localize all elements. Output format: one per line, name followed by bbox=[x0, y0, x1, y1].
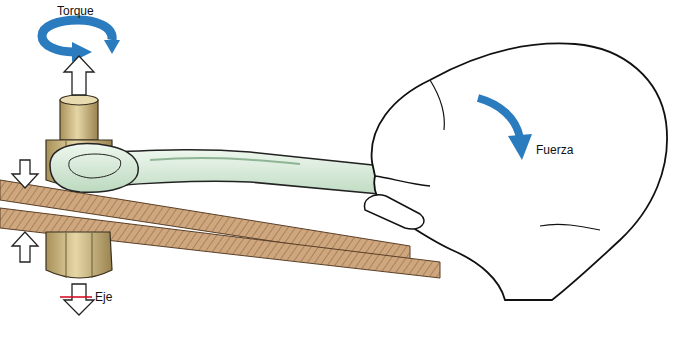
label-text: Torque bbox=[57, 4, 94, 18]
label-text: Eje bbox=[95, 290, 112, 304]
wrench bbox=[50, 144, 422, 198]
hand bbox=[364, 43, 667, 300]
label-text: Fuerza bbox=[536, 143, 573, 157]
leader-line bbox=[60, 296, 92, 298]
torque-arrow bbox=[42, 20, 120, 62]
bolt-head bbox=[46, 232, 112, 278]
bolt-shank bbox=[60, 95, 98, 140]
force-arrow bbox=[478, 98, 532, 160]
bottom-plate bbox=[0, 208, 440, 278]
force-arrows bbox=[12, 56, 94, 315]
